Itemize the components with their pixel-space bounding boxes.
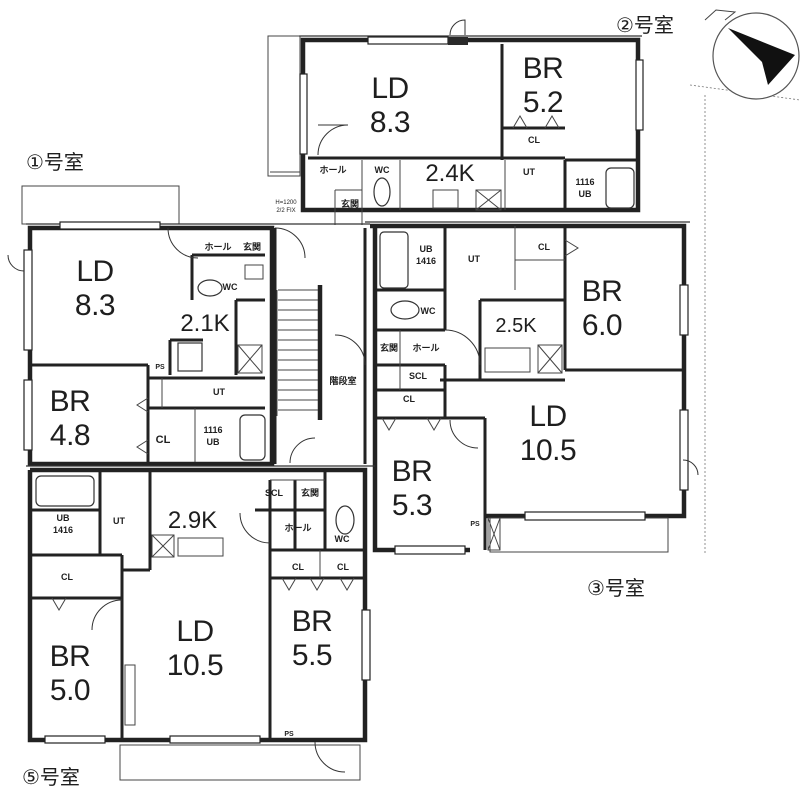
unit-5-cl3: CL <box>337 562 349 572</box>
unit-3-entrance: 玄関 <box>379 343 398 353</box>
unit-2-cl: CL <box>528 135 540 145</box>
unit-2-br-name: BR <box>522 52 564 85</box>
unit-5-ld-size: 10.5 <box>166 649 224 682</box>
unit-3-br1-name: BR <box>581 275 623 308</box>
unit-3-wc: WC <box>420 306 436 316</box>
unit-5-br1-name: BR <box>49 640 91 673</box>
unit-3-br2-name: BR <box>391 455 433 488</box>
unit-5-kitchen: 2.9K <box>167 507 218 534</box>
unit-1-kitchen: 2.1K <box>180 310 230 337</box>
unit-5-cl2: CL <box>292 562 304 572</box>
unit-2-label: ②号室 <box>616 13 674 37</box>
unit-3-ub-size: 1416 <box>415 256 437 266</box>
unit-5-ld-name: LD <box>176 615 214 648</box>
unit-1-ps: PS <box>155 364 165 371</box>
unit-3-ld-size: 10.5 <box>519 434 577 467</box>
unit-2-walls <box>267 19 644 225</box>
unit-3-cl2: CL <box>403 394 415 404</box>
unit-3-kitchen: 2.5K <box>495 315 537 337</box>
unit-3-br2-size: 5.3 <box>391 489 433 522</box>
unit-2-br-size: 5.2 <box>522 86 564 119</box>
dim-note: H=1200 <box>275 200 297 206</box>
unit-2-kitchen: 2.4K <box>425 160 475 187</box>
unit-2-ut: UT <box>523 167 535 177</box>
unit-5-ut: UT <box>113 516 125 526</box>
stairwell <box>273 228 367 464</box>
unit-1-hall: ホール <box>204 242 232 252</box>
unit-3-ut: UT <box>468 254 480 264</box>
unit-5-br2-name: BR <box>291 605 333 638</box>
unit-2-entrance: 玄関 <box>340 199 359 209</box>
unit-1-br-size: 4.8 <box>49 419 91 452</box>
unit-5-cl1: CL <box>61 572 73 582</box>
unit-1-ub-size: 1116 <box>203 425 223 435</box>
unit-3-cl1: CL <box>538 242 550 252</box>
unit-3-walls <box>365 221 699 555</box>
unit-2-ub: UB <box>578 189 592 199</box>
unit-3-label: ③号室 <box>587 576 645 600</box>
unit-5-wc: WC <box>334 534 350 544</box>
unit-1-entrance: 玄関 <box>242 242 261 252</box>
dim-note-2: 2/2 FIX <box>276 208 296 214</box>
unit-1-br-name: BR <box>49 385 91 418</box>
unit-5-br2-size: 5.5 <box>291 639 333 672</box>
unit-2-ld-size: 8.3 <box>369 106 411 139</box>
unit-5-entrance: 玄関 <box>300 488 319 498</box>
unit-2-wc: WC <box>374 165 390 175</box>
stairwell-label: 階段室 <box>329 376 357 386</box>
unit-5-ub: UB <box>56 513 70 523</box>
unit-1-walls <box>7 185 370 467</box>
unit-3-br1-size: 6.0 <box>581 309 623 342</box>
unit-3-ld-name: LD <box>529 400 567 433</box>
unit-5-hall: ホール <box>284 523 312 533</box>
unit-3-hall: ホール <box>412 343 440 353</box>
unit-3-scl: SCL <box>409 371 427 381</box>
unit-1-ld-size: 8.3 <box>74 289 116 322</box>
unit-3-ub: UB <box>419 244 433 254</box>
unit-1-cl: CL <box>155 434 171 446</box>
unit-5-ps: PS <box>284 731 294 738</box>
unit-1-ut: UT <box>213 387 225 397</box>
unit-1-wc: WC <box>222 282 238 292</box>
unit-5-ub-size: 1416 <box>52 525 74 535</box>
unit-1-label: ①号室 <box>26 150 84 174</box>
site-boundary <box>689 84 800 101</box>
unit-1-ub: UB <box>206 437 220 447</box>
unit-1-ld-name: LD <box>76 255 114 288</box>
north-arrow-icon <box>704 9 800 100</box>
unit-2-ld-name: LD <box>371 72 409 105</box>
unit-5-br1-size: 5.0 <box>49 674 91 707</box>
unit-5-walls <box>26 465 375 781</box>
unit-5-label: ⑤号室 <box>22 765 80 789</box>
unit-5-scl: SCL <box>265 488 283 498</box>
unit-2-hall: ホール <box>319 165 347 175</box>
unit-2-ub-size: 1116 <box>575 177 595 187</box>
unit-3-ps: PS <box>470 521 480 528</box>
